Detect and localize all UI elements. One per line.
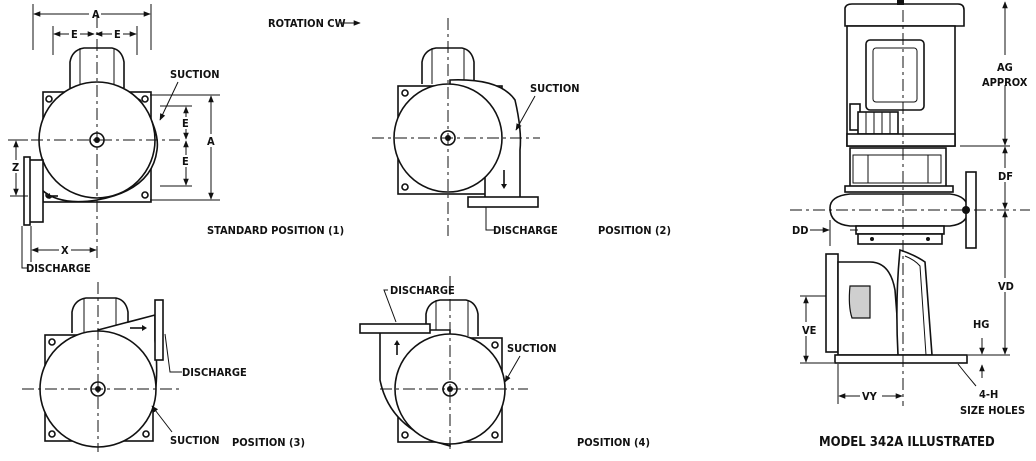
model-342a-side-view: AG APPROX DF VD HG DD VE VY 4-H SIZE HO <box>790 0 1030 450</box>
position-3-caption: POSITION (3) <box>232 436 305 449</box>
model-caption: MODEL 342A ILLUSTRATED <box>819 435 995 450</box>
dim-e-label: E <box>182 155 189 168</box>
dim-e-label: E <box>71 28 78 41</box>
holes-size-label: SIZE HOLES <box>960 404 1025 417</box>
holes-count-label: 4-H <box>979 388 998 401</box>
dim-z-label: Z <box>12 161 19 174</box>
dim-a-label: A <box>207 135 215 148</box>
suction-label: SUCTION <box>170 68 220 81</box>
approx-label: APPROX <box>982 76 1028 89</box>
dim-hg-label: HG <box>973 318 989 331</box>
dim-dd-label: DD <box>792 224 808 237</box>
discharge-label: DISCHARGE <box>493 224 558 237</box>
standard-position-view: A E E A <box>8 4 344 275</box>
discharge-label: DISCHARGE <box>182 366 247 379</box>
dim-vd-label: VD <box>998 280 1014 293</box>
dim-ve-label: VE <box>802 324 817 337</box>
dim-e-label: E <box>114 28 121 41</box>
standard-position-caption: STANDARD POSITION (1) <box>207 224 344 237</box>
discharge-label: DISCHARGE <box>26 262 91 275</box>
dim-a-label: A <box>92 8 100 21</box>
suction-label: SUCTION <box>530 82 580 95</box>
rotation-label: ROTATION CW <box>268 17 346 30</box>
dim-x-label: X <box>61 244 69 257</box>
discharge-label: DISCHARGE <box>390 284 455 297</box>
position-4-caption: POSITION (4) <box>577 436 650 449</box>
dim-e-label: E <box>182 117 189 130</box>
dim-ag-label: AG <box>997 61 1013 74</box>
suction-label: SUCTION <box>507 342 557 355</box>
suction-label: SUCTION <box>170 434 220 447</box>
dim-vy-label: VY <box>862 390 878 403</box>
position-2-view: SUCTION DISCHARGE POSITION (2) <box>372 18 671 237</box>
rotation-indicator: ROTATION CW <box>268 17 361 30</box>
position-2-caption: POSITION (2) <box>598 224 671 237</box>
dim-df-label: DF <box>998 170 1013 183</box>
position-3-view: DISCHARGE SUCTION POSITION (3) <box>22 282 305 452</box>
position-4-view: DISCHARGE SUCTION POSITION (4) <box>359 276 650 452</box>
